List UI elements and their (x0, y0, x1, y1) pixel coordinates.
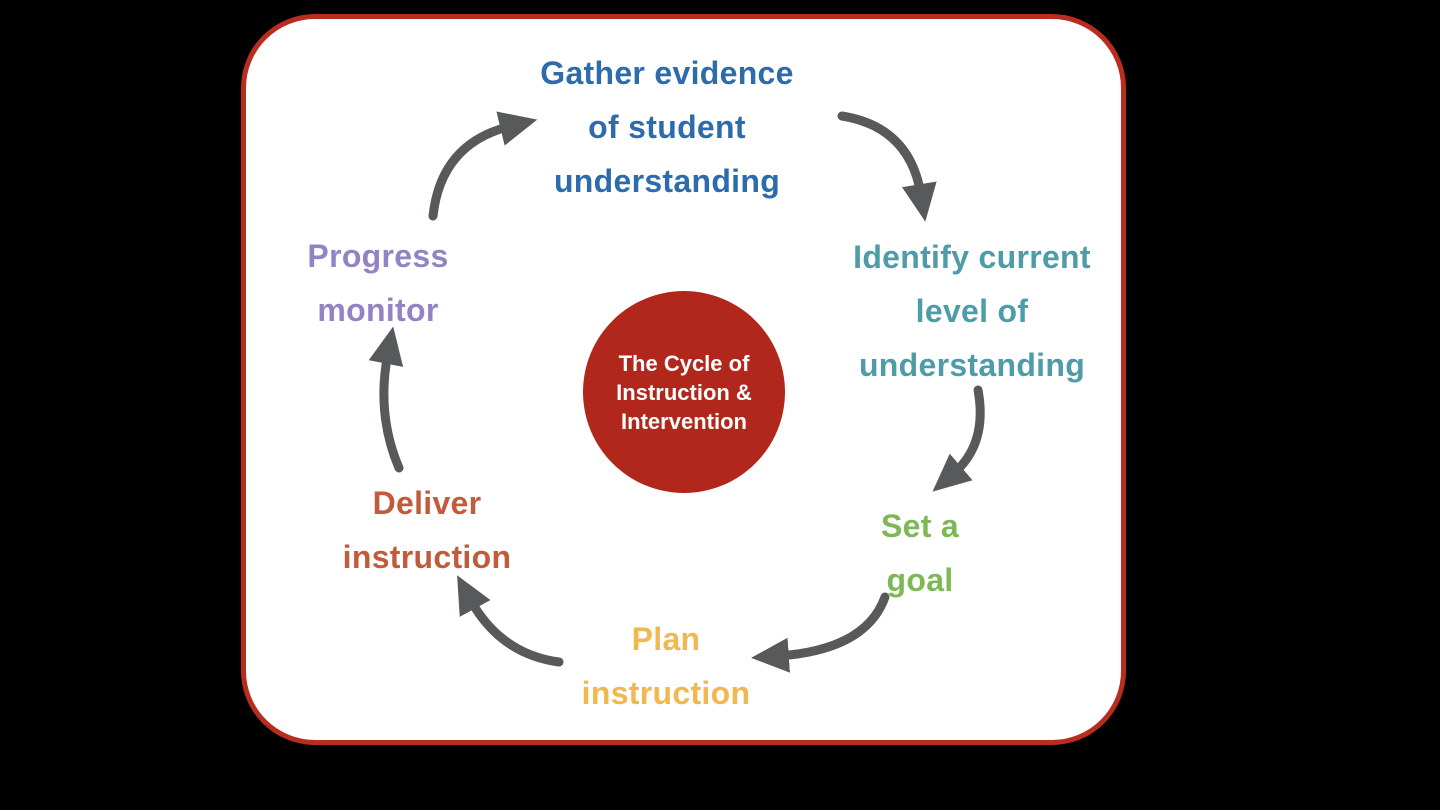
step-deliver-instruction: Deliver instruction (277, 476, 577, 584)
step-label-line: Deliver (372, 485, 482, 521)
step-set-a-goal: Set a goal (820, 499, 1020, 607)
step-plan-instruction: Plan instruction (516, 612, 816, 720)
step-progress-monitor: Progress monitor (253, 229, 503, 337)
step-label-line: instruction (342, 539, 512, 575)
step-label-line: Set a (881, 508, 959, 544)
step-gather-evidence: Gather evidence of student understanding (442, 46, 892, 208)
cycle-center-badge: The Cycle of Instruction & Intervention (583, 291, 785, 493)
step-label-line: goal (886, 562, 954, 598)
step-label-line: level of (915, 293, 1029, 329)
step-label-line: Progress (307, 238, 449, 274)
step-label-line: understanding (858, 347, 1086, 383)
center-title-line: The Cycle of (618, 350, 750, 376)
center-title-line: Instruction & (616, 379, 752, 405)
step-label-line: Plan (631, 621, 701, 657)
step-label-line: instruction (581, 675, 751, 711)
step-label-line: Gather evidence (540, 55, 794, 91)
step-label-line: monitor (317, 292, 439, 328)
step-label-line: of student (588, 109, 746, 145)
step-label-line: Identify current (853, 239, 1091, 275)
center-title-line: Intervention (621, 408, 747, 434)
step-identify-current-level: Identify current level of understanding (772, 230, 1172, 392)
step-label-line: understanding (553, 163, 781, 199)
